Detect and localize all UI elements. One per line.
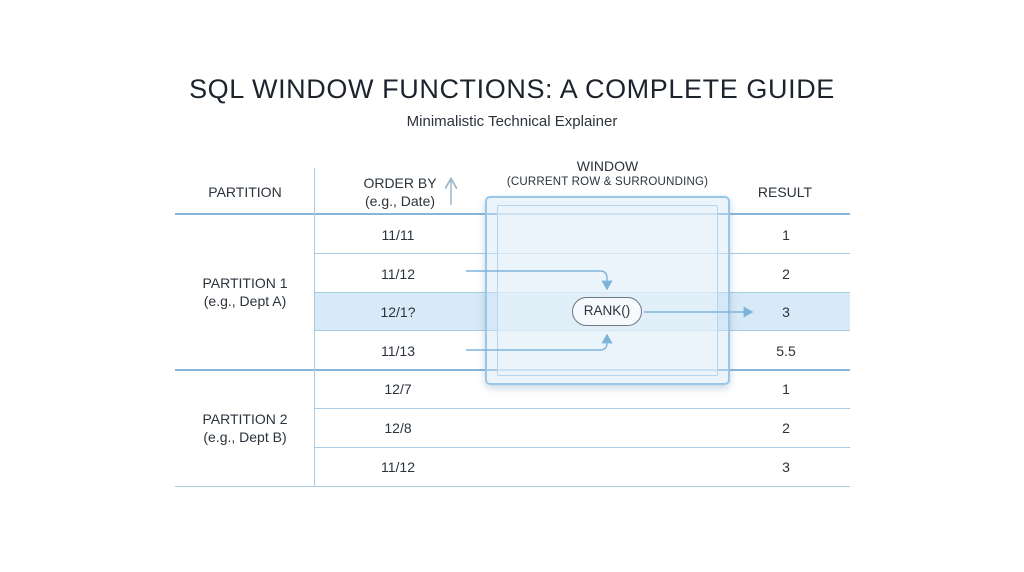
window-frame-inner — [497, 205, 718, 376]
partition-name: PARTITION 1 — [202, 275, 288, 291]
partition-column-divider — [314, 168, 315, 486]
row-divider — [315, 408, 850, 409]
order-value: 11/11 — [381, 227, 415, 243]
partition-example: (e.g., Dept A) — [203, 293, 287, 309]
result-value: 1 — [782, 381, 790, 397]
partition-name: PARTITION 2 — [202, 411, 288, 427]
row-divider — [315, 447, 850, 448]
header-window-description: (CURRENT ROW & SURROUNDING) — [506, 176, 709, 188]
header-result: RESULT — [757, 184, 813, 200]
result-value-current: 3 — [782, 304, 790, 320]
table-bottom-border — [175, 486, 850, 487]
page-subtitle: Minimalistic Technical Explainer — [406, 113, 618, 130]
preceding-row-arrow — [466, 270, 613, 291]
header-window-label: WINDOW — [576, 158, 639, 174]
order-value: 11/12 — [381, 266, 415, 282]
order-value: 12/7 — [384, 381, 412, 397]
order-value: 12/8 — [384, 420, 412, 436]
order-value-current: 12/1? — [380, 304, 416, 320]
order-value: 11/12 — [381, 459, 415, 475]
page-title: SQL WINDOW FUNCTIONS: A COMPLETE GUIDE — [189, 74, 835, 104]
header-partition: PARTITION — [208, 184, 282, 200]
following-row-arrow — [466, 333, 613, 351]
partition-example: (e.g., Dept B) — [203, 429, 287, 445]
header-order-by: ORDER BY (e.g., Date) — [330, 174, 470, 210]
partition-2-label: PARTITION 2 (e.g., Dept B) — [175, 410, 315, 446]
header-order-by-example: (e.g., Date) — [364, 193, 436, 209]
result-value: 5.5 — [776, 343, 796, 359]
rank-function-badge: RANK() — [572, 297, 642, 326]
result-value: 2 — [782, 266, 790, 282]
result-value: 3 — [782, 459, 790, 475]
header-order-by-label: ORDER BY — [363, 175, 437, 191]
result-value: 1 — [782, 227, 790, 243]
partition-1-label: PARTITION 1 (e.g., Dept A) — [175, 274, 315, 310]
order-value: 11/13 — [381, 343, 415, 359]
result-value: 2 — [782, 420, 790, 436]
